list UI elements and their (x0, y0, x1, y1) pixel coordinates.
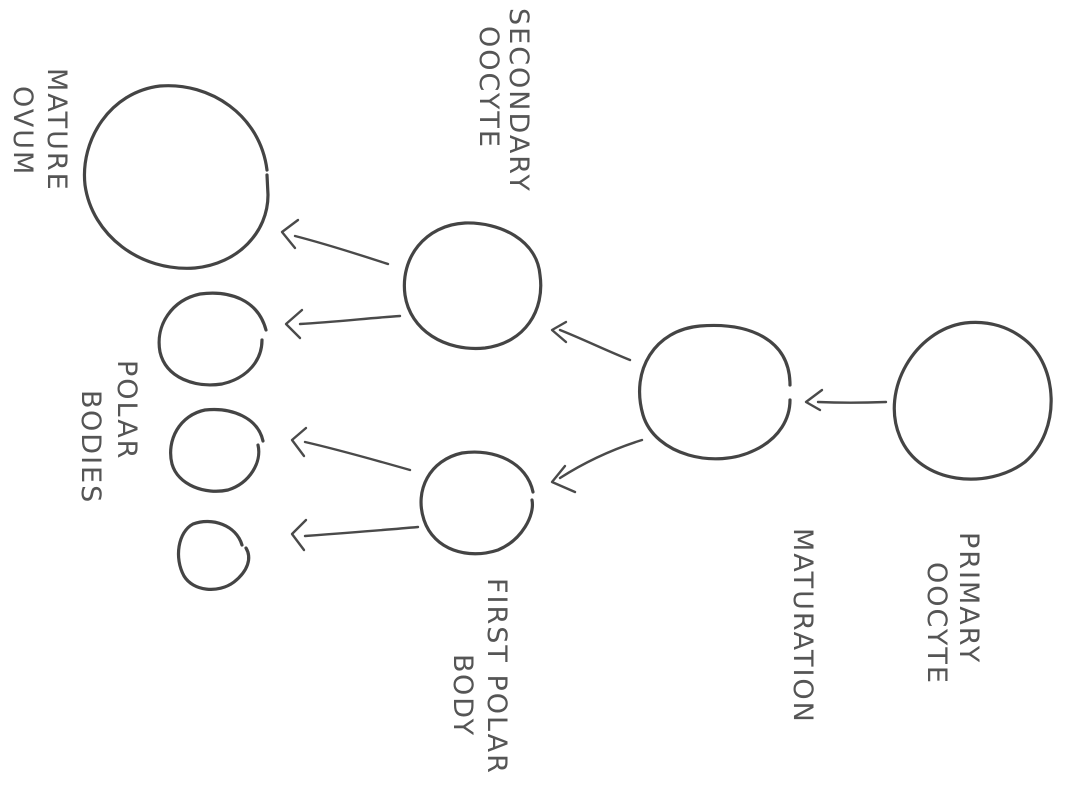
arrow-secondary-oocyte-to-mature-ovum (280, 218, 390, 266)
first-polar-body-label-line2: BODY (447, 654, 478, 737)
polar-body-2-cell (169, 407, 265, 493)
polar-body-3-cell (176, 519, 251, 591)
mature-ovum-label-line2: OVUM (7, 86, 38, 176)
primary-oocyte-label-line2: OOCYTE (921, 562, 952, 685)
maturation-label: MATURATION (787, 528, 818, 724)
secondary-oocyte-label-line1: SECONDARY (503, 8, 534, 193)
arrow-primary-to-maturation (804, 388, 888, 412)
mature-ovum-label-line1: MATURE (41, 68, 72, 192)
arrow-first-polar-body-to-polar-body-3 (290, 518, 420, 552)
polar-bodies-label-line2: BODIES (75, 390, 106, 504)
polar-bodies-label-line1: POLAR (111, 360, 142, 460)
arrow-secondary-oocyte-to-polar-body-1 (284, 308, 402, 340)
first-polar-body-label-line1: FIRST POLAR (481, 578, 512, 775)
arrow-maturation-to-secondary-oocyte (550, 320, 632, 362)
polar-body-1-cell (157, 291, 268, 387)
arrow-maturation-to-first-polar-body (550, 438, 644, 494)
arrow-first-polar-body-to-polar-body-2 (290, 426, 412, 472)
secondary-oocyte-cell (402, 221, 543, 351)
mature-ovum-cell (82, 84, 270, 270)
first-polar-body-cell (419, 450, 535, 556)
primary-oocyte-cell (892, 320, 1053, 481)
secondary-oocyte-label-line2: OOCYTE (473, 26, 504, 149)
primary-oocyte-label-line1: PRIMARY (953, 532, 984, 664)
maturation-cell (637, 323, 792, 461)
